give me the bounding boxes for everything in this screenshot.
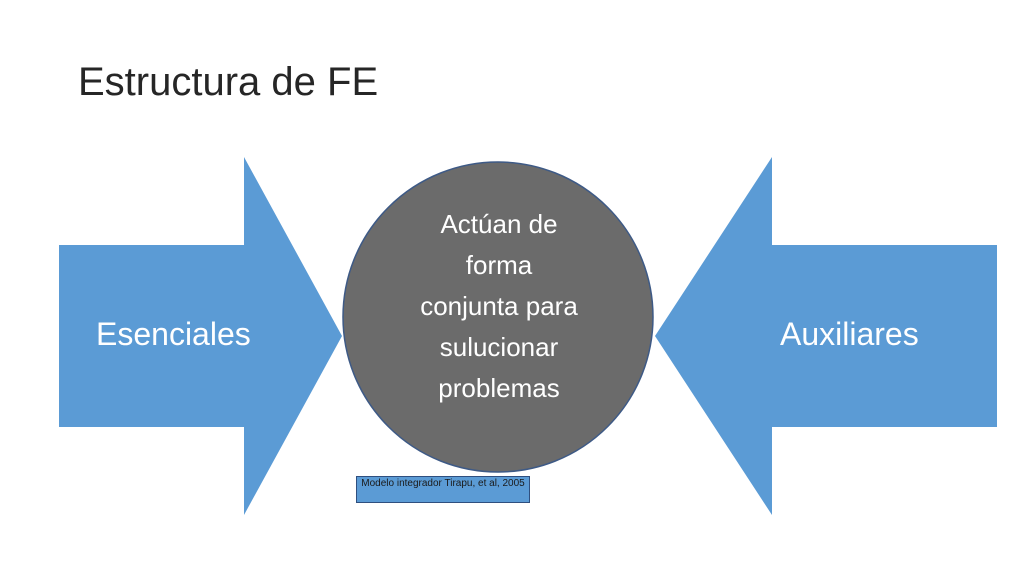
- center-circle-text: Actúan de forma conjunta para sulucionar…: [380, 204, 618, 409]
- center-text-line: forma: [465, 250, 533, 280]
- center-text-line: problemas: [438, 373, 560, 403]
- center-circle: [342, 161, 654, 473]
- center-text-line: sulucionar: [439, 332, 559, 362]
- center-text-line: conjunta para: [420, 291, 578, 321]
- right-arrow: [655, 157, 997, 515]
- right-arrow-label: Auxiliares: [780, 316, 919, 352]
- citation-box: Modelo integrador Tirapu, et al, 2005: [356, 476, 530, 503]
- left-arrow: [59, 157, 342, 515]
- slide-title: Estructura de FE: [78, 60, 379, 104]
- left-arrow-label: Esenciales: [96, 316, 251, 352]
- center-text-line: Actúan de: [440, 209, 558, 239]
